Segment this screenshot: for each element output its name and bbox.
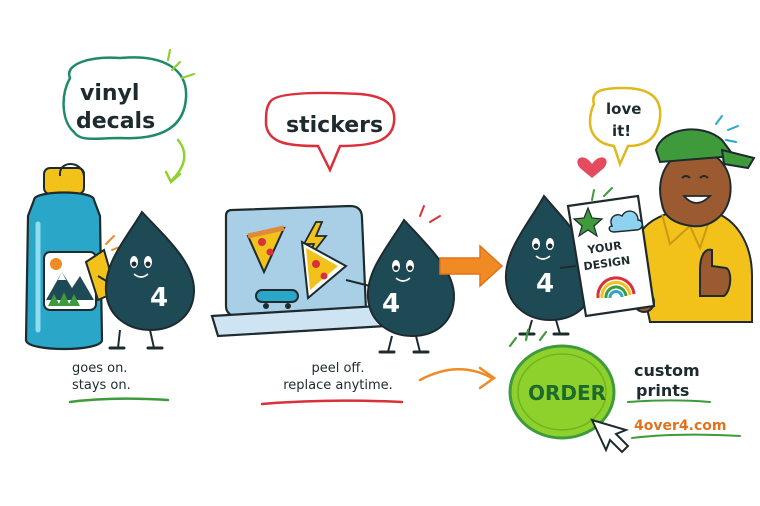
- mascot-number: 4: [150, 283, 168, 313]
- mascot-drop-1: 4: [97, 210, 196, 350]
- mascot-number: 4: [382, 289, 400, 319]
- curved-arrow-icon: [170, 138, 186, 182]
- stickers-caption-line2: replace anytime.: [283, 378, 393, 393]
- rainbow-icon: [596, 276, 636, 299]
- vinyl-caption: goes on. stays on.: [72, 360, 131, 394]
- cta-line2: prints: [636, 381, 689, 400]
- love-it-bubble: love it!: [577, 86, 739, 178]
- stickers-label: stickers: [286, 113, 383, 138]
- order-button-graphic: [508, 328, 630, 454]
- vinyl-label-line1: vinyl: [80, 81, 139, 106]
- stickers-bubble: stickers: [264, 91, 396, 174]
- mascot-number: 4: [536, 269, 554, 299]
- laptop-illustration: [210, 204, 388, 338]
- skateboard-sticker: [255, 289, 299, 303]
- underline-green: [68, 397, 170, 404]
- cloud-icon: [608, 210, 643, 233]
- love-label-line2: it!: [612, 122, 631, 140]
- cta-url[interactable]: 4over4.com: [634, 418, 726, 434]
- water-bottle-illustration: [24, 163, 123, 351]
- order-button-label[interactable]: ORDER: [528, 381, 606, 405]
- right-arrow-icon: [439, 244, 504, 288]
- vinyl-decals-bubble: vinyl decals: [62, 48, 196, 185]
- your-design-sign: YOUR DESIGN: [559, 187, 656, 318]
- cursor-icon: [590, 418, 630, 454]
- love-label-line1: love: [606, 100, 641, 118]
- sign-text-line1: YOUR: [586, 239, 623, 257]
- thumbs-up-icon: [699, 248, 732, 297]
- cap-icon: [654, 128, 736, 164]
- stickers-caption: peel off. replace anytime.: [268, 360, 408, 394]
- vinyl-caption-line2: stays on.: [72, 378, 131, 393]
- small-arrow-icon: [418, 366, 497, 390]
- sign-text-line2: DESIGN: [583, 254, 631, 273]
- cta-line1: custom: [634, 361, 700, 380]
- vinyl-label-line2: decals: [76, 109, 155, 134]
- underline-red: [260, 399, 404, 406]
- stickers-caption-line1: peel off.: [311, 361, 365, 376]
- heart-icon: [577, 157, 607, 178]
- vinyl-caption-line1: goes on.: [72, 361, 128, 376]
- star-icon: [572, 206, 604, 238]
